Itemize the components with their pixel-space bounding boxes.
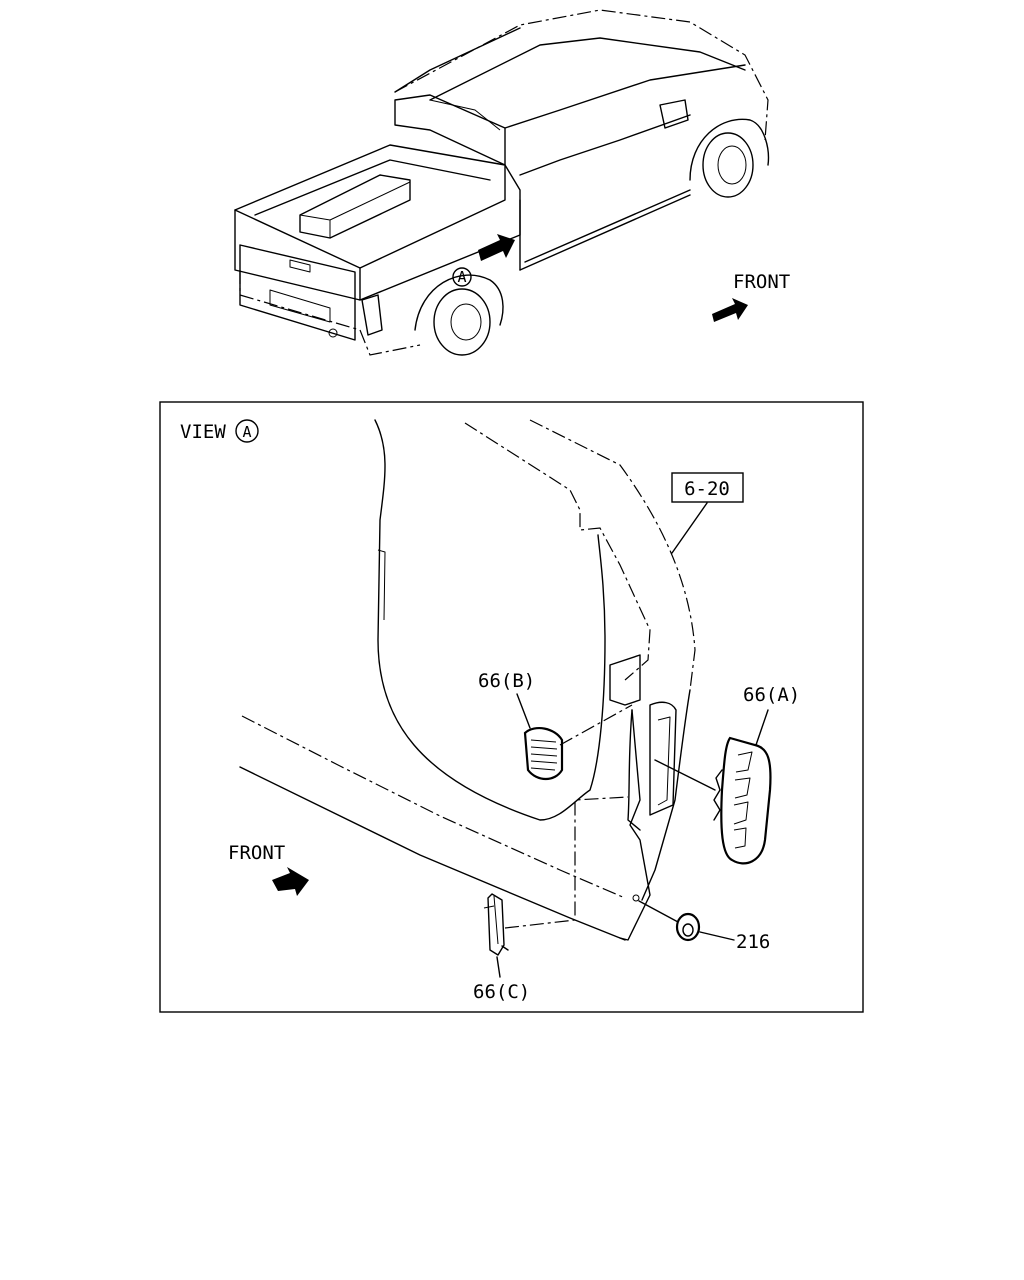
front-arrow-icon (712, 298, 748, 322)
front-label: FRONT (733, 271, 790, 293)
part-c-label: 66(C) (473, 981, 530, 1003)
pointer-arrow-icon (478, 234, 515, 261)
front-label: FRONT (228, 842, 285, 864)
view-marker-a: A (242, 423, 251, 441)
vent-grille-b (523, 727, 564, 781)
part-a-label: 66(A) (743, 684, 800, 706)
front-arrow-icon (272, 867, 309, 896)
ref-box (671, 472, 744, 503)
clip-c (483, 893, 509, 956)
ref-box-label: 6-20 (684, 478, 730, 500)
detail-frame (159, 401, 864, 1013)
vent-grille-a (713, 736, 772, 865)
view-label: VIEW (180, 421, 226, 443)
grommet-216 (675, 912, 701, 942)
grommet-label: 216 (736, 931, 770, 953)
view-a-detail: VIEW A FRONT 6-20 66(B) 66(A) (159, 401, 864, 1013)
truck-overview: A FRONT (234, 9, 790, 356)
view-marker-a: A (457, 268, 466, 286)
part-b-label: 66(B) (478, 670, 535, 692)
